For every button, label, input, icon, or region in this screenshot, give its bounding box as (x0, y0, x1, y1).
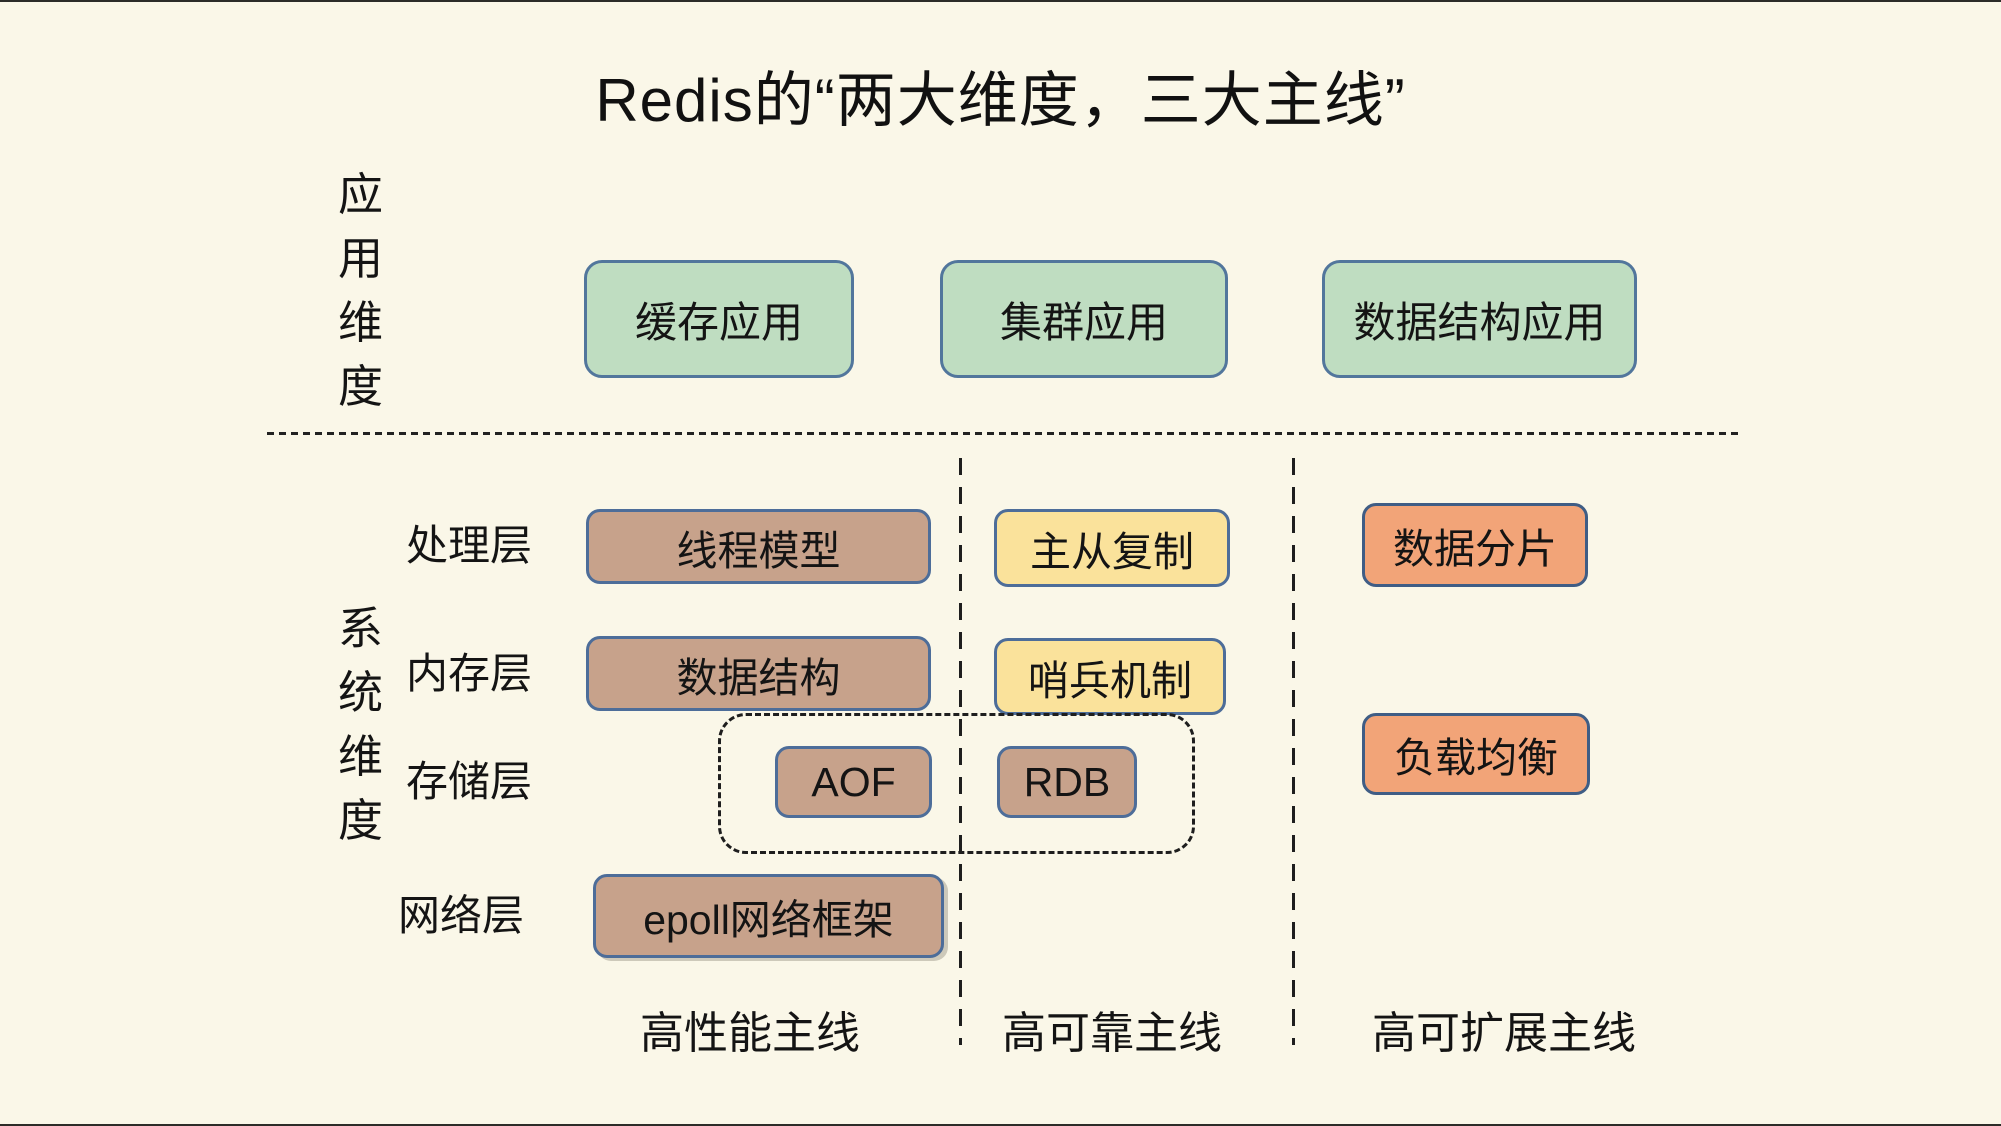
box-load-balancing: 负载均衡 (1362, 713, 1590, 795)
mainline-divider-1 (959, 458, 962, 1045)
mainline-divider-2 (1292, 458, 1295, 1045)
box-data-sharding: 数据分片 (1362, 503, 1588, 587)
bottom-border-line (0, 1124, 2001, 1126)
mainline-label-high-reliability: 高可靠主线 (1002, 1009, 1222, 1058)
box-master-slave-replication: 主从复制 (994, 509, 1230, 587)
box-data-structure-application: 数据结构应用 (1322, 260, 1637, 378)
layer-label-network: 网络层 (398, 892, 525, 939)
layer-label-storage: 存储层 (406, 758, 533, 805)
system-dimension-label: 系统维度 (337, 603, 383, 846)
application-dimension-label: 应用维度 (337, 169, 383, 412)
box-epoll-framework: epoll网络框架 (593, 874, 944, 958)
box-cache-application: 缓存应用 (584, 260, 854, 378)
box-rdb: RDB (997, 746, 1137, 818)
top-border-line (0, 0, 2001, 2)
mainline-label-high-scalability: 高可扩展主线 (1372, 1009, 1636, 1058)
box-data-structure: 数据结构 (586, 636, 931, 711)
layer-label-memory: 内存层 (406, 650, 533, 697)
box-aof: AOF (775, 746, 932, 818)
persistence-group-outline (718, 713, 1195, 854)
box-cluster-application: 集群应用 (940, 260, 1228, 378)
layer-label-processing: 处理层 (406, 522, 533, 569)
diagram-title: Redis的“两大维度，三大主线” (595, 67, 1406, 134)
box-sentinel-mechanism: 哨兵机制 (994, 638, 1226, 715)
box-thread-model: 线程模型 (586, 509, 931, 584)
mainline-label-high-performance: 高性能主线 (640, 1009, 860, 1058)
dimension-divider-line (267, 432, 1740, 435)
